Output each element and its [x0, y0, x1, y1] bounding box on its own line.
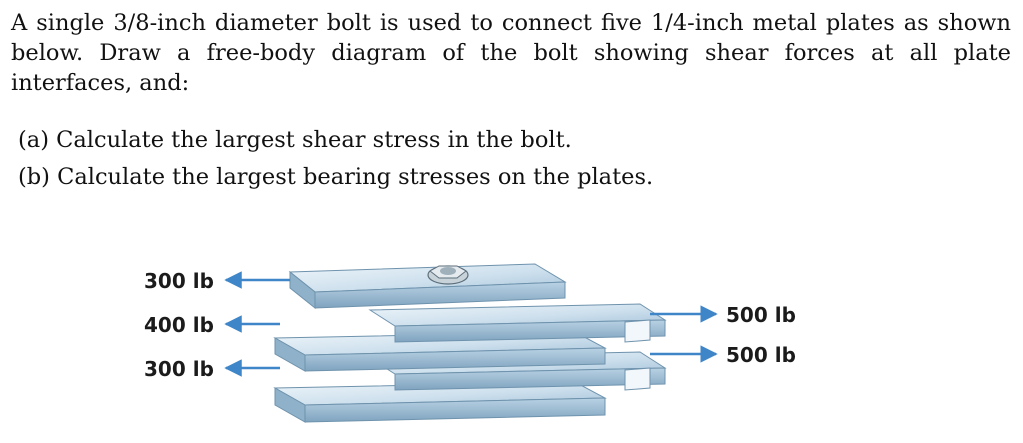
plate-1: [288, 263, 567, 310]
part-b-text: Calculate the largest bearing stresses o…: [57, 164, 654, 190]
part-a-label: (a): [18, 127, 49, 153]
bolted-plates-figure: 300 lb 400 lb 300 lb 500 lb 500 lb: [130, 250, 830, 435]
right-load-label-1: 500 lb: [726, 303, 796, 327]
left-load-label-2: 400 lb: [144, 313, 214, 337]
problem-parts: (a) Calculate the largest shear stress i…: [18, 122, 653, 196]
problem-statement: A single 3/8-inch diameter bolt is used …: [11, 10, 1011, 96]
left-load-label-3: 300 lb: [144, 357, 214, 381]
left-load-label-1: 300 lb: [144, 269, 214, 293]
plate-5: [273, 381, 607, 423]
part-a: (a) Calculate the largest shear stress i…: [18, 122, 653, 159]
plate-2: [368, 303, 667, 343]
plates-illustration: [224, 263, 718, 423]
part-a-text: Calculate the largest shear stress in th…: [56, 127, 572, 153]
bolt-head-icon: [427, 265, 469, 285]
right-load-label-2: 500 lb: [726, 343, 796, 367]
part-b: (b) Calculate the largest bearing stress…: [18, 159, 653, 196]
part-b-label: (b): [18, 164, 50, 190]
